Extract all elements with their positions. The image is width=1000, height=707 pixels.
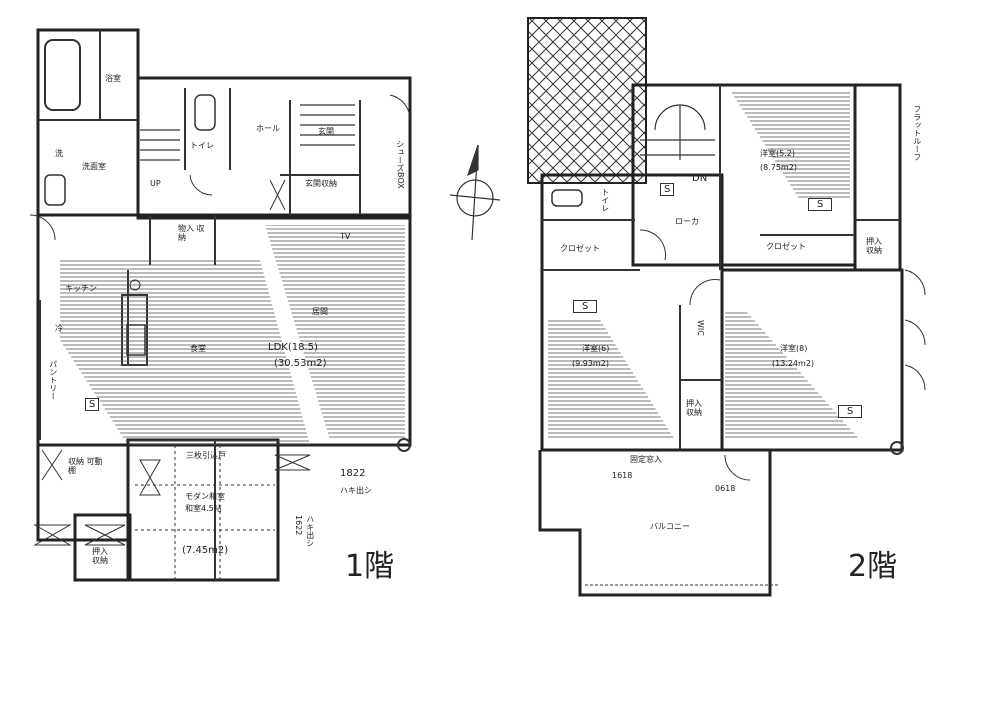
column-2f [890,441,904,455]
label-room2-area: (9.93m2) [572,359,609,368]
label-hall: ホール [256,124,280,133]
label-window-0618: 0618 [715,484,736,493]
label-window-1622-type: ハキ出シ [305,515,315,547]
label-entrance-storage: 玄関収納 [305,179,337,188]
floor2-doors [639,229,926,481]
tatami-lines [135,445,275,580]
label-entrance: 玄関 [318,127,334,136]
label-up: UP [150,179,161,188]
label-fridge: 冷 [55,324,63,333]
toilet-fixture-2f [551,189,583,207]
toilet-fixture [194,94,216,131]
label-flat-roof: フラットルーフ [912,105,922,161]
label-room2: 洋室(6) [582,344,610,353]
label-window-1822-type: ハキ出シ [340,486,372,495]
label-s-hall: S [660,183,675,196]
label-closet1: クロゼット [560,244,600,253]
label-fixed-window: 固定窓入 [630,455,662,464]
floor1-stairs [140,104,355,161]
stove [129,279,141,291]
floor2-stairs [640,104,715,160]
washbasin [44,174,66,206]
ldk-floor-hatching [60,260,310,445]
label-wic: WIC [695,320,705,336]
label-dn: DN [692,173,708,184]
label-pantry: パントリー [48,360,58,400]
label-kitchen: キッチン [65,284,97,293]
living-floor-hatching [265,225,405,440]
label-window-1822: 1822 [340,468,366,479]
label-ldk: LDK(18.5) [268,342,318,353]
bathtub [44,39,81,111]
label-s-room2: S [573,300,598,313]
label-room3: 洋室(8) [780,344,808,353]
label-s-room3: S [838,405,863,418]
label-storage1-2f: 押入 収納 [866,237,882,255]
label-room3-area: (13.24m2) [772,359,815,368]
flat-roof-lattice [527,17,647,184]
label-toilet: トイレ [190,141,214,150]
label-toilet-2f: トイレ [600,188,610,212]
floor2-walls [538,83,904,597]
label-washitsu-area: (7.45m2) [182,545,229,556]
floor2-title: 2階 [848,549,898,584]
label-tv: TV [340,232,351,241]
room2-floor-hatching [548,320,675,440]
label-washitsu-size: 和室4.5帖 [185,504,222,513]
label-shelf: 収納 可動棚 [68,457,103,475]
label-closet2: クロゼット [766,242,806,251]
label-ldk-area: (30.53m2) [274,358,327,369]
label-washitsu: モダン和室 [185,492,225,501]
label-storage: 物入 収納 [178,224,205,242]
column [397,438,411,452]
floor1-doors [29,94,411,241]
label-room1-area: (8.75m2) [760,163,797,172]
label-bath: 浴室 [105,74,121,83]
label-washer: 洗 [55,149,63,158]
label-sliding-door: 三枚引込戸 [186,451,226,460]
label-window-1618: 1618 [612,471,633,480]
label-balcony: バルコニー [650,522,690,531]
label-washroom: 洗面室 [82,162,106,171]
north-arrow-icon [449,144,501,241]
label-room1: 洋室(5.2) [760,149,795,158]
label-living: 居間 [312,307,328,316]
room3-floor-hatching [725,310,860,440]
floor1-title: 1階 [345,549,395,584]
kitchen-sink [126,324,146,356]
label-s-1f: S [85,398,100,411]
label-window-1622: 1622 [293,515,303,536]
floor1-storage-marks [33,179,311,546]
label-s-room1: S [808,198,833,211]
label-dining: 食堂 [190,344,206,353]
room1-floor-hatching [730,90,850,200]
label-corridor: ローカ [675,217,699,226]
label-shoebox: シューズBOX [395,140,405,189]
label-closet-1f: 押入 収納 [92,547,108,565]
label-storage2-2f: 押入 収納 [686,399,702,417]
floor2-partitions [542,85,900,450]
